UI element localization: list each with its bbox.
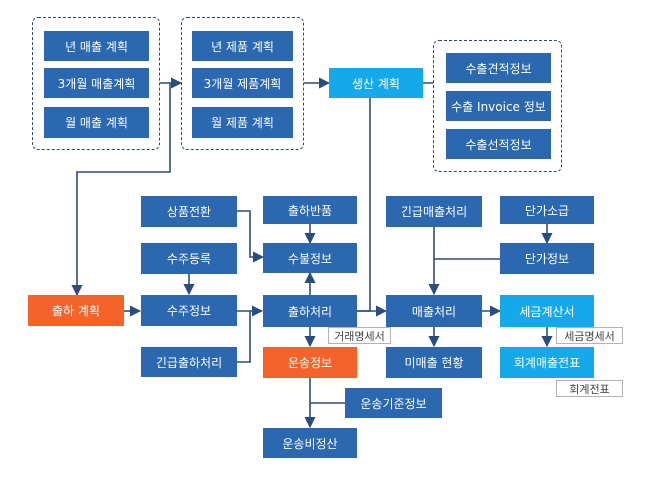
transport-info-box: 운송정보 — [263, 347, 357, 378]
urgent-sales-processing-box: 긴급매출처리 — [386, 196, 482, 227]
unit-price-info-box: 단가정보 — [500, 243, 594, 274]
urgent-shipment-processing-box: 긴급출하처리 — [141, 347, 237, 377]
order-info-box: 수주정보 — [141, 295, 237, 326]
line-urgent-shipment — [237, 311, 251, 363]
transport-criteria-info-box: 운송기준정보 — [345, 388, 442, 418]
tax-invoice-box: 세금계산서 — [500, 295, 594, 327]
shipment-plan-box: 출하 계획 — [28, 295, 124, 326]
accounting-sales-voucher-box: 회계매출전표 — [500, 347, 594, 378]
shipment-processing-box: 출하처리 — [263, 295, 357, 327]
sales-plan-group — [32, 17, 160, 150]
product-conversion-box: 상품전환 — [141, 196, 237, 227]
transport-cost-settlement-box: 운송비정산 — [263, 428, 357, 458]
inventory-info-box: 수불정보 — [263, 243, 357, 273]
export-quote-info-box: 수출견적정보 — [446, 53, 551, 83]
tax-statement-tag: 세금명세서 — [556, 327, 623, 344]
sales-processing-box: 매출처리 — [386, 295, 482, 327]
arrow-conversion-to-inventory — [237, 210, 265, 263]
accounting-voucher-tag: 회계전표 — [556, 380, 623, 397]
export-invoice-info-box: 수출 Invoice 정보 — [446, 91, 551, 121]
order-registration-box: 수주등록 — [141, 243, 237, 274]
annual-product-plan-box: 년 제품 계획 — [192, 31, 293, 61]
export-shipping-info-box: 수출선적정보 — [446, 129, 551, 159]
export-info-group — [433, 40, 562, 172]
quarterly-sales-plan-box: 3개월 매출계획 — [44, 68, 149, 98]
production-plan-box: 생산 계획 — [329, 68, 423, 98]
annual-sales-plan-box: 년 매출 계획 — [44, 31, 149, 61]
unit-price-retroactive-box: 단가소급 — [500, 196, 594, 224]
product-plan-group — [181, 17, 304, 150]
quarterly-product-plan-box: 3개월 제품계획 — [192, 68, 293, 98]
monthly-product-plan-box: 월 제품 계획 — [192, 107, 293, 138]
arrow-sales-plans-to-shipment-plan — [71, 83, 171, 297]
unsold-status-box: 미매출 현황 — [386, 347, 482, 378]
transaction-statement-tag: 거래명세서 — [328, 327, 391, 344]
monthly-sales-plan-box: 월 매출 계획 — [44, 107, 149, 138]
shipment-return-box: 출하반품 — [263, 196, 357, 224]
